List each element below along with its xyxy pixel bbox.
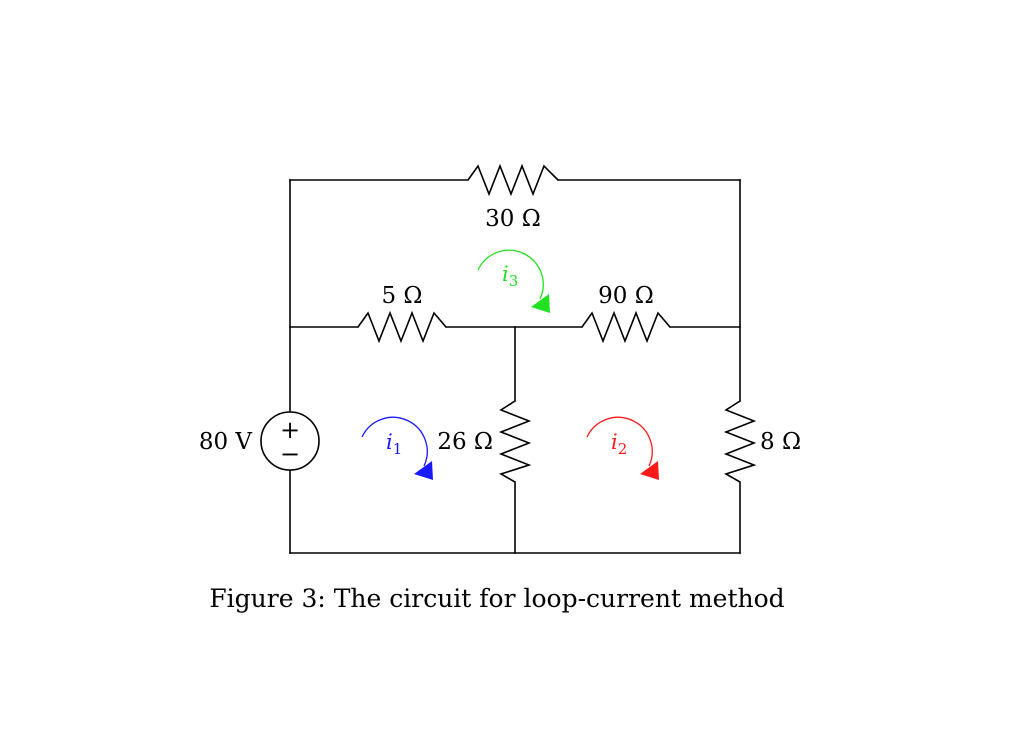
loop-arrow-2-icon bbox=[586, 416, 653, 467]
resistor-5-ohm bbox=[357, 310, 447, 344]
wires bbox=[289, 179, 741, 554]
label-90-ohm: 90 Ω bbox=[598, 283, 654, 309]
loop-label-1: i1 bbox=[386, 430, 402, 458]
loop-arrowhead-3-icon bbox=[531, 294, 550, 313]
label-5-ohm: 5 Ω bbox=[381, 283, 422, 309]
resistor-8-ohm bbox=[723, 400, 757, 483]
loop-label-3: i3 bbox=[502, 262, 518, 290]
resistor-30-ohm bbox=[467, 163, 559, 197]
source-circle-icon bbox=[260, 411, 320, 471]
loop-arrow-1-icon bbox=[361, 416, 428, 467]
source-minus: − bbox=[280, 440, 300, 468]
label-26-ohm: 26 Ω bbox=[437, 429, 493, 455]
source-plus: + bbox=[280, 416, 300, 444]
loop-current-2: i2 bbox=[586, 416, 659, 480]
voltage-source: + − bbox=[260, 411, 320, 471]
loop-current-3: i3 bbox=[477, 249, 550, 313]
loop-arrow-3-icon bbox=[477, 249, 544, 300]
loop-label-2: i2 bbox=[611, 430, 627, 458]
label-80-volt: 80 V bbox=[199, 429, 253, 455]
resistor-90-ohm bbox=[581, 310, 671, 344]
loop-arrowhead-1-icon bbox=[414, 461, 433, 480]
label-8-ohm: 8 Ω bbox=[760, 429, 801, 455]
figure-caption: Figure 3: The circuit for loop-current m… bbox=[209, 584, 784, 613]
resistor-26-ohm bbox=[498, 400, 532, 483]
loop-current-1: i1 bbox=[361, 416, 433, 480]
label-30-ohm: 30 Ω bbox=[485, 206, 541, 232]
loop-arrowhead-2-icon bbox=[640, 461, 659, 480]
